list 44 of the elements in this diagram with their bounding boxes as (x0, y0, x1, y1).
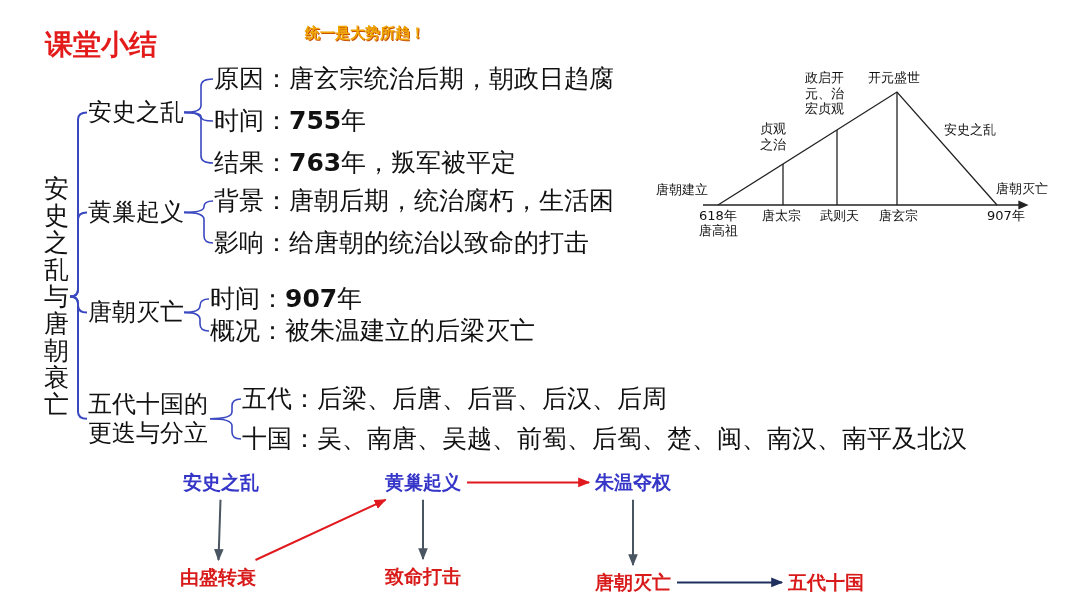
chart-label: 唐玄宗 (879, 208, 918, 224)
summary-line: 时间：907年 (210, 284, 363, 314)
title: 课堂小结 (45, 28, 157, 62)
arrow (418, 498, 428, 561)
summary-line: 十国：吴、南唐、吴越、前蜀、后蜀、楚、闽、南汉、南平及北汉 (242, 424, 967, 454)
flow-term: 安史之乱 (183, 471, 259, 494)
arrow (214, 498, 224, 562)
arrow (676, 577, 784, 588)
brace-line (69, 211, 88, 298)
chart-label: 武则天 (820, 208, 859, 224)
chart-label: 唐高祖 (699, 223, 738, 239)
summary-line: 概况：被朱温建立的后梁灭亡 (210, 316, 535, 346)
topic-heading: 安史之乱与唐朝衰亡 (44, 175, 70, 418)
brace-line (209, 418, 242, 440)
summary-line: 结果：763年，叛军被平定 (214, 148, 517, 178)
flow-term: 五代十国 (788, 571, 864, 594)
flow-term: 致命打击 (385, 565, 461, 588)
flow-term: 黄巢起义 (385, 471, 461, 494)
branch-heading: 唐朝灭亡 (88, 298, 184, 327)
branch-heading: 黄巢起义 (88, 198, 184, 227)
branch-heading: 五代十国的更迭与分立 (88, 390, 210, 448)
arrow (628, 498, 638, 567)
chart-label: 907年 (987, 208, 1025, 224)
chart-label: 618年 (699, 208, 737, 224)
summary-line: 时间：755年 (214, 106, 367, 136)
chart-label: 唐太宗 (762, 208, 801, 224)
summary-line: 影响：给唐朝的统治以致命的打击 (214, 228, 589, 258)
summary-line: 五代：后梁、后唐、后晋、后汉、后周 (242, 384, 667, 414)
chart-label: 唐朝灭亡 (996, 181, 1048, 197)
chart-label: 安史之乱 (944, 122, 996, 138)
branch-heading: 安史之乱 (88, 98, 184, 127)
summary-line: 原因：唐玄宗统治后期，朝政日趋腐 (214, 64, 614, 94)
chart-label: 唐朝建立 (656, 182, 708, 198)
arrow (466, 477, 591, 488)
flow-term: 由盛转衰 (180, 566, 256, 589)
brace-line (183, 311, 210, 332)
flow-term: 唐朝灭亡 (595, 571, 671, 594)
summary-line: 背景：唐朝后期，统治腐朽，生活困 (214, 186, 614, 216)
chart-label: 开元盛世 (868, 70, 920, 86)
chart-label: 贞观之治 (760, 121, 787, 153)
slogan: 统一是大势所趋！ (305, 24, 425, 42)
flow-term: 朱温夺权 (595, 471, 671, 494)
chart-label: 政启开元、治宏贞观 (805, 70, 845, 117)
arrow (254, 498, 387, 561)
